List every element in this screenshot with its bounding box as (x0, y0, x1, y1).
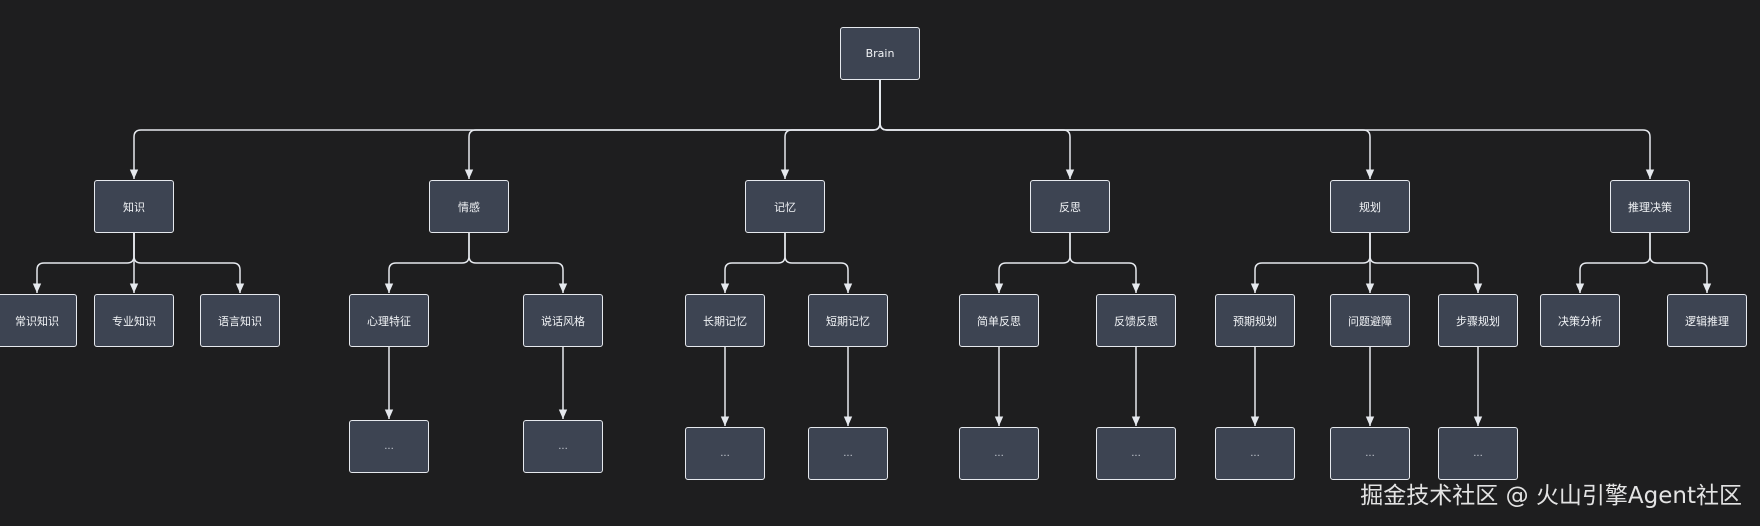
leaf-node-3-1[interactable]: ... (685, 427, 765, 480)
branch-node-6[interactable]: 推理决策 (1610, 180, 1690, 233)
connector-branch-5-child-3 (1369, 233, 1483, 293)
connector-branch-2-child-1 (384, 233, 470, 293)
branch-node-4[interactable]: 反思 (1030, 180, 1110, 233)
connector-root-to-branch-3 (780, 80, 881, 179)
child-node-4-1[interactable]: 简单反思 (959, 294, 1039, 347)
connector-branch-2-child-2 (468, 233, 568, 293)
branch-node-2[interactable]: 情感 (429, 180, 509, 233)
child-node-1-3[interactable]: 语言知识 (200, 294, 280, 347)
connector-branch-3-child-2 (784, 233, 853, 293)
branch-node-1[interactable]: 知识 (94, 180, 174, 233)
child-node-6-2[interactable]: 逻辑推理 (1667, 294, 1747, 347)
connector-branch-4-child-2 (1069, 233, 1141, 293)
child-node-5-3[interactable]: 步骤规划 (1438, 294, 1518, 347)
child-node-3-1[interactable]: 长期记忆 (685, 294, 765, 347)
child-node-2-1[interactable]: 心理特征 (349, 294, 429, 347)
connector-branch-5-child-1 (1250, 233, 1371, 293)
root-node-brain[interactable]: Brain (840, 27, 920, 80)
branch-node-5[interactable]: 规划 (1330, 180, 1410, 233)
watermark: 掘金技术社区 @ 火山引擎Agent社区 (1360, 483, 1742, 509)
connector-root-to-branch-6 (879, 80, 1655, 179)
child-node-2-2[interactable]: 说话风格 (523, 294, 603, 347)
connector-branch-1-child-1 (32, 233, 135, 293)
child-node-6-1[interactable]: 决策分析 (1540, 294, 1620, 347)
connector-branch-1-child-3 (133, 233, 245, 293)
leaf-node-3-2[interactable]: ... (808, 427, 888, 480)
connector-branch-3-child-1 (720, 233, 786, 293)
child-node-5-2[interactable]: 问题避障 (1330, 294, 1410, 347)
leaf-node-4-1[interactable]: ... (959, 427, 1039, 480)
leaf-node-4-2[interactable]: ... (1096, 427, 1176, 480)
child-node-1-1[interactable]: 常识知识 (0, 294, 77, 347)
leaf-node-5-1[interactable]: ... (1215, 427, 1295, 480)
branch-node-3[interactable]: 记忆 (745, 180, 825, 233)
connector-branch-6-child-2 (1649, 233, 1712, 293)
connector-branch-4-child-1 (994, 233, 1071, 293)
child-node-1-2[interactable]: 专业知识 (94, 294, 174, 347)
leaf-node-5-2[interactable]: ... (1330, 427, 1410, 480)
leaf-node-2-2[interactable]: ... (523, 420, 603, 473)
child-node-3-2[interactable]: 短期记忆 (808, 294, 888, 347)
leaf-node-2-1[interactable]: ... (349, 420, 429, 473)
child-node-5-1[interactable]: 预期规划 (1215, 294, 1295, 347)
child-node-4-2[interactable]: 反馈反思 (1096, 294, 1176, 347)
leaf-node-5-3[interactable]: ... (1438, 427, 1518, 480)
connector-branch-6-child-1 (1575, 233, 1651, 293)
